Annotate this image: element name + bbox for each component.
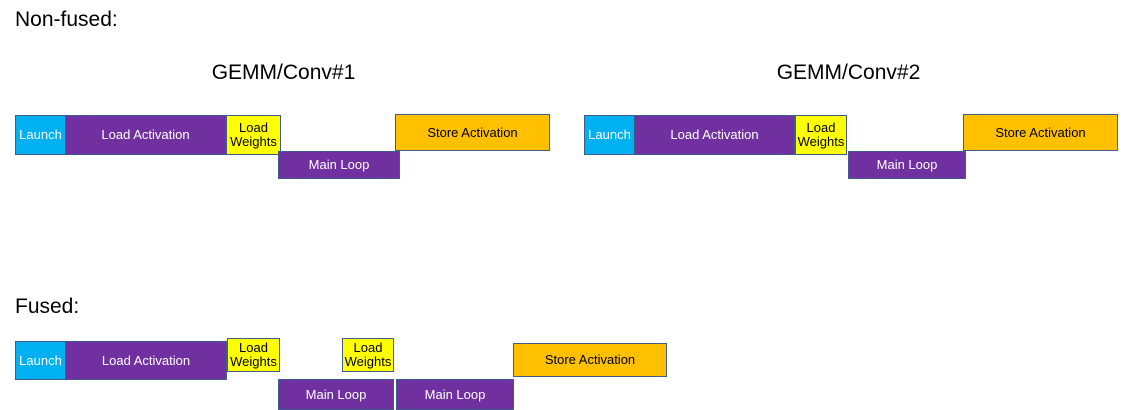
bar-launch-gemm1: Launch [15,115,66,155]
section-label-fused: Fused: [15,295,80,318]
bar-load-activation-fused: Load Activation [66,341,227,380]
bar-main-loop-fused-1: Main Loop [278,379,394,410]
bar-load-activation-gemm2: Load Activation [635,115,795,155]
bar-launch-gemm2: Launch [584,115,635,155]
bar-store-activation-gemm2: Store Activation [963,114,1118,151]
bar-load-weights-fused-1: Load Weights [227,338,280,372]
bar-main-loop-gemm1: Main Loop [278,151,400,179]
bar-main-loop-gemm2: Main Loop [848,151,966,179]
bar-load-weights-gemm2: Load Weights [795,115,847,155]
bar-main-loop-fused-2: Main Loop [396,379,514,410]
bar-store-activation-gemm1: Store Activation [395,114,550,151]
bar-load-weights-gemm1: Load Weights [226,115,281,155]
group-title-gemm-conv-2: GEMM/Conv#2 [776,61,921,84]
bar-store-activation-fused: Store Activation [513,343,667,377]
section-label-non-fused: Non-fused: [15,8,118,31]
bar-load-activation-gemm1: Load Activation [66,115,226,155]
bar-load-weights-fused-2: Load Weights [342,338,394,372]
bar-launch-fused: Launch [15,341,66,380]
group-title-gemm-conv-1: GEMM/Conv#1 [211,61,356,84]
